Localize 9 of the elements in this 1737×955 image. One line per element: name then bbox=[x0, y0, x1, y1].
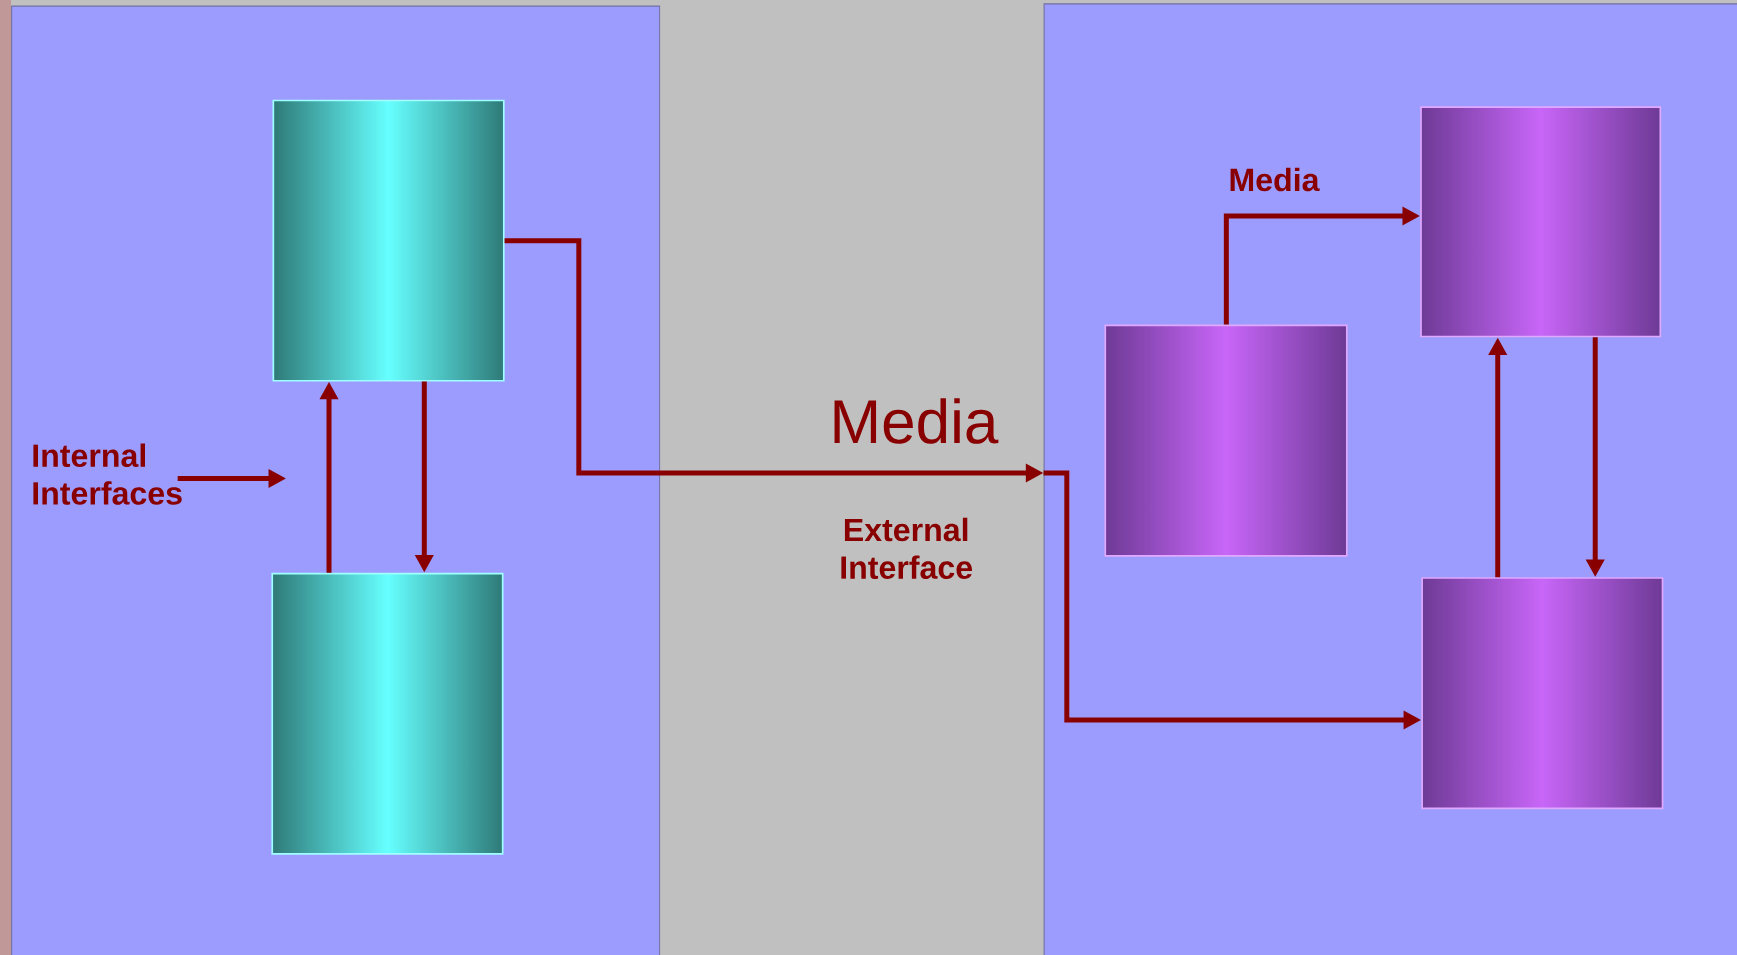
edge-label: Media bbox=[1230, 167, 1320, 192]
edge-label: Media bbox=[834, 398, 999, 444]
cylinder-box bbox=[1104, 324, 1348, 557]
cylinder-box bbox=[271, 572, 504, 855]
cylinder-box bbox=[1420, 106, 1662, 338]
cylinder-box bbox=[1421, 577, 1664, 810]
label-text: External Interface bbox=[841, 517, 972, 579]
label-text: Internal Interfaces bbox=[33, 443, 182, 505]
cylinder-box bbox=[272, 99, 505, 382]
